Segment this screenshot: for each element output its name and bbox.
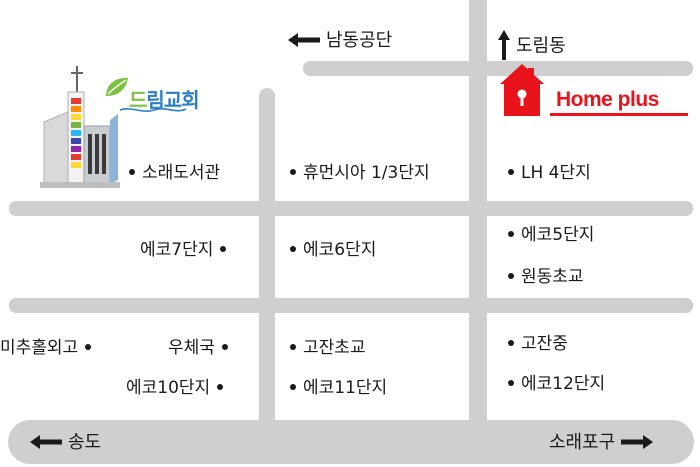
place-eco-12: 에코12단지 xyxy=(508,373,605,395)
homeplus-house-icon xyxy=(500,64,544,116)
place-sorae-library: 소래도서관 xyxy=(129,162,220,184)
location-dot-icon xyxy=(508,339,514,346)
arrow-right-icon xyxy=(621,434,654,449)
church-icon xyxy=(40,66,120,188)
location-dot-icon xyxy=(221,343,228,350)
leaf-icon xyxy=(106,77,128,96)
church-initial: 드 xyxy=(129,88,147,112)
place-eco-6: 에코6단지 xyxy=(290,239,376,261)
road-upper-horizontal xyxy=(9,201,693,216)
place-gojan-middle: 고잔중 xyxy=(508,333,568,355)
place-eco-5: 에코5단지 xyxy=(508,224,594,246)
road-bottom-main xyxy=(8,420,694,464)
direction-north-right: 도림동 xyxy=(498,30,566,63)
location-dot-icon xyxy=(217,383,224,390)
road-top-horizontal xyxy=(303,61,693,76)
place-lh-4: LH 4단지 xyxy=(508,162,591,184)
location-dot-icon xyxy=(290,343,296,350)
road-middle-vertical xyxy=(259,88,275,428)
location-dot-icon xyxy=(220,245,227,252)
location-dot-icon xyxy=(290,383,296,390)
direction-north-left: 남동공단 xyxy=(288,30,392,52)
place-michuhol-foreign-high: 미추홀외고 xyxy=(0,337,92,359)
church-wave xyxy=(120,108,186,112)
arrow-left-icon xyxy=(288,32,320,47)
direction-south-left: 송도 xyxy=(30,432,101,454)
place-eco-7: 에코7단지 xyxy=(140,239,227,261)
location-dot-icon xyxy=(129,168,135,175)
place-humansia: 휴먼시아 1/3단지 xyxy=(290,162,430,184)
location-dot-icon xyxy=(508,379,514,386)
arrow-up-icon xyxy=(498,30,510,60)
location-dot-icon xyxy=(85,343,92,350)
place-wondong-elementary: 원동초교 xyxy=(508,266,584,288)
homeplus-label: Home plus xyxy=(556,88,659,111)
location-dot-icon xyxy=(290,245,296,252)
church-name: 드림교회 xyxy=(129,88,200,112)
location-dot-icon xyxy=(508,230,514,237)
place-post-office: 우체국 xyxy=(168,337,228,359)
location-dot-icon xyxy=(508,272,514,279)
direction-south-right: 소래포구 xyxy=(549,432,654,454)
road-lower-horizontal xyxy=(9,298,693,313)
location-dot-icon xyxy=(508,168,514,175)
place-eco-10: 에코10단지 xyxy=(126,377,224,399)
location-dot-icon xyxy=(290,168,296,175)
place-gojan-elementary: 고잔초교 xyxy=(290,337,366,359)
homeplus-underline xyxy=(550,113,688,116)
place-eco-11: 에코11단지 xyxy=(290,377,387,399)
arrow-left-icon xyxy=(30,434,62,449)
